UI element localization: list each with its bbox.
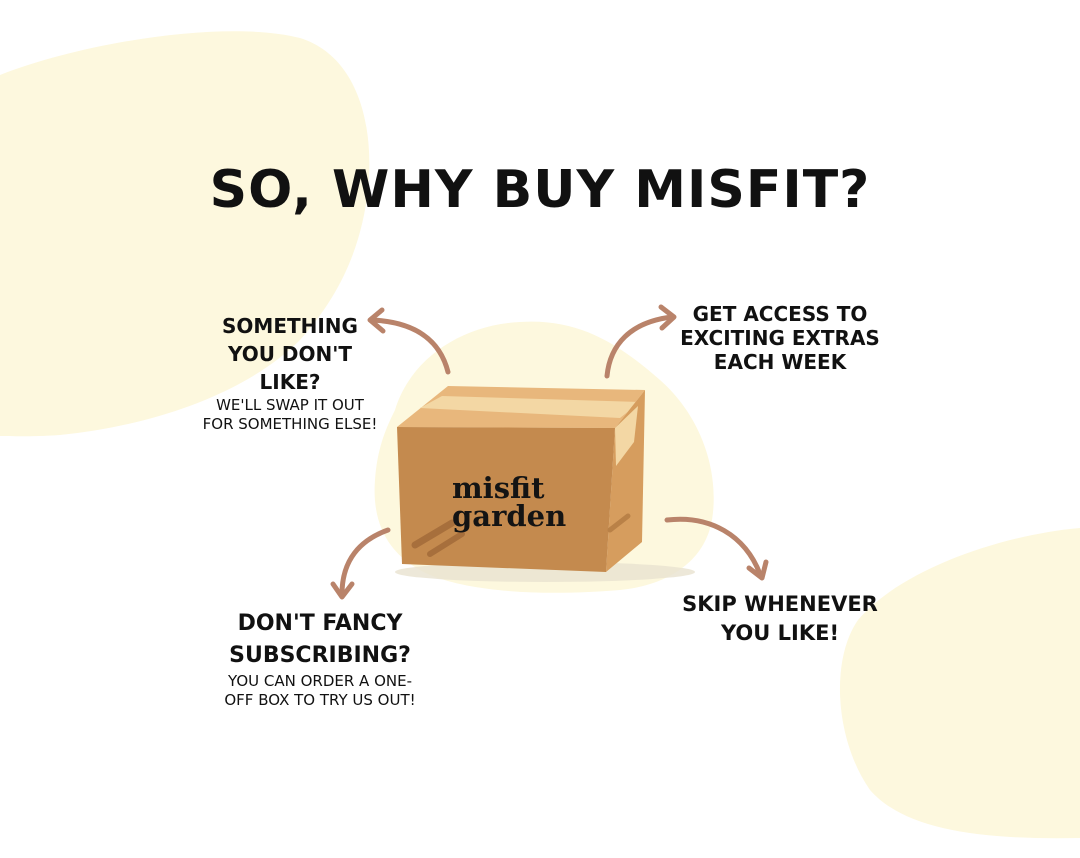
box-illustration: misfit garden (395, 386, 695, 582)
callout-skip-anytime: SKIP WHENEVER YOU LIKE! (680, 590, 880, 648)
callout-exciting-extras: GET ACCESS TO EXCITING EXTRAS EACH WEEK (670, 302, 890, 374)
arrow-bottom-left (330, 527, 391, 600)
callout-heading: DON'T FANCY SUBSCRIBING? (229, 611, 411, 668)
box-scuff (427, 531, 465, 557)
box-tape-side (615, 406, 638, 466)
callout-subtext: WE'LL SWAP IT OUT FOR SOMETHING ELSE! (202, 396, 378, 433)
box-scuff (411, 519, 456, 549)
callout-heading: SOMETHING YOU DON'T LIKE? (222, 314, 358, 394)
bottom-right-blob (839, 528, 1080, 839)
box-shadow (395, 562, 695, 582)
box-front-face (397, 427, 615, 572)
arrow-bottom-right (664, 516, 769, 581)
box-tape-top (420, 396, 640, 418)
box-scuff (607, 513, 631, 533)
arrow-top-left (367, 307, 451, 375)
box-brand-line1: misfit (452, 471, 545, 505)
callout-swap-items: SOMETHING YOU DON'T LIKE? WE'LL SWAP IT … (190, 312, 390, 434)
callout-subtext: YOU CAN ORDER A ONE- OFF BOX TO TRY US O… (224, 672, 416, 709)
arrow-top-right (604, 304, 677, 379)
callout-one-off-box: DON'T FANCY SUBSCRIBING? YOU CAN ORDER A… (205, 608, 435, 710)
callout-heading: GET ACCESS TO EXCITING EXTRAS EACH WEEK (680, 302, 880, 374)
callout-heading: SKIP WHENEVER YOU LIKE! (682, 592, 878, 645)
page-title: SO, WHY BUY MISFIT? (209, 160, 871, 220)
misfit-garden-box: misfit garden (370, 320, 710, 590)
top-left-blob (0, 31, 370, 437)
box-brand-line2: garden (452, 499, 566, 533)
